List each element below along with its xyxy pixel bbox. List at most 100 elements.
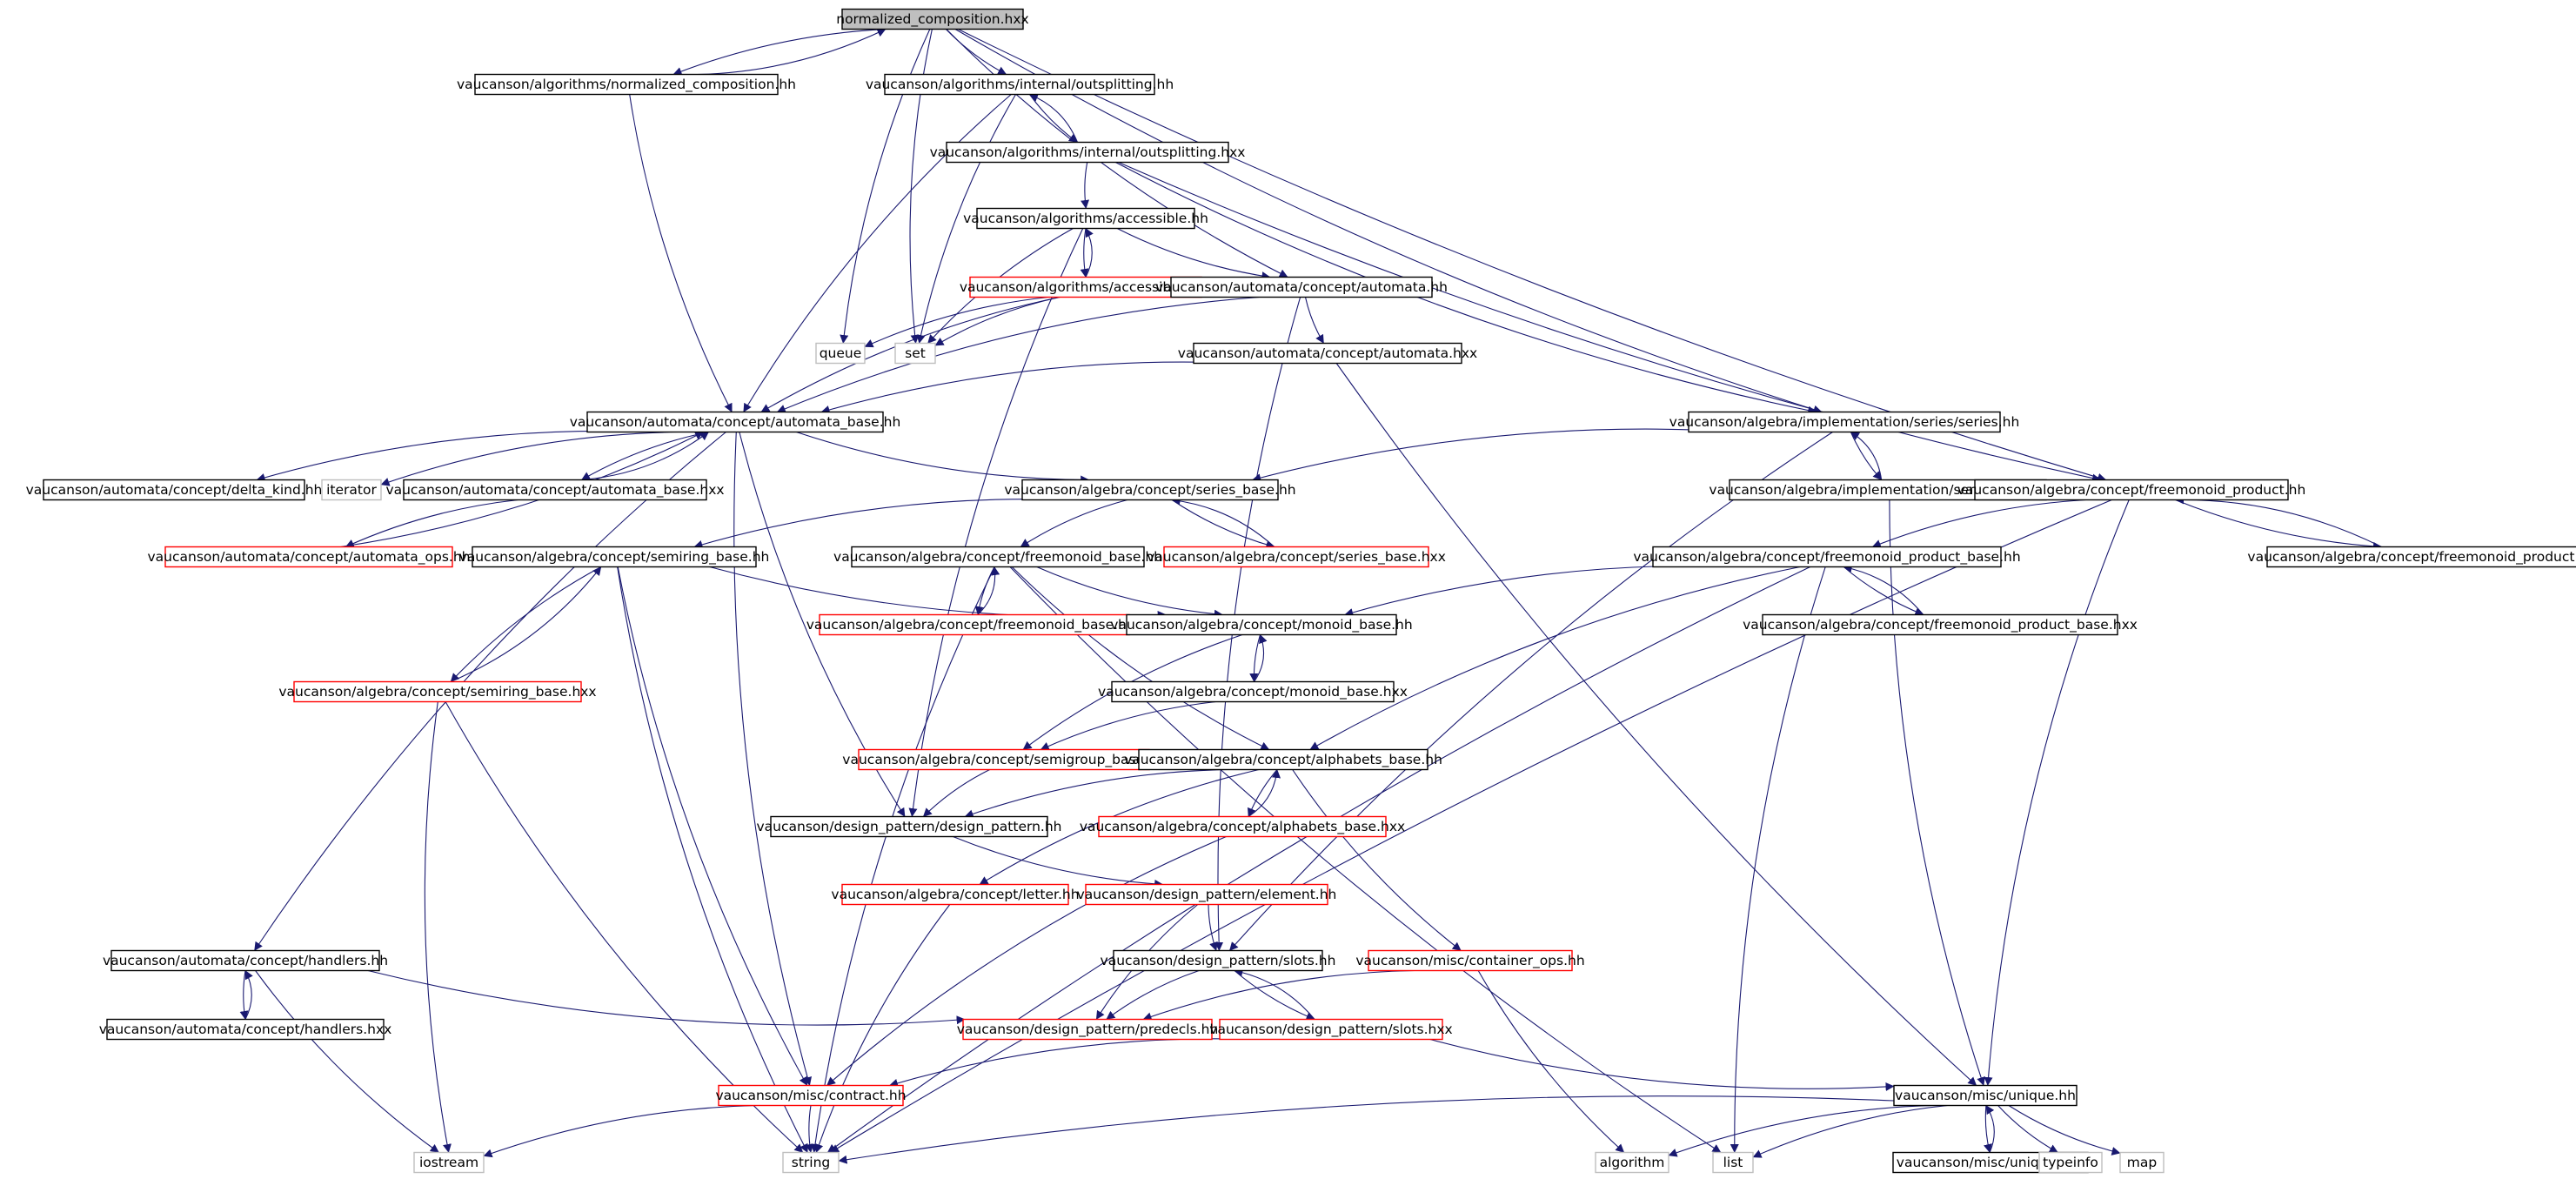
node-acc_hh[interactable]: vaucanson/algorithms/accessible.hh (963, 207, 1208, 230)
edge-unique_hh-to-typeinfo (1997, 1105, 2058, 1153)
edge-acc_hxx-to-queue (864, 296, 1049, 348)
edge-series_hxx-to-unique_hh (1889, 499, 1985, 1086)
node-slots_hh[interactable]: vaucanson/design_pattern/slots.hh (1101, 949, 1336, 972)
node-box (782, 1151, 840, 1174)
node-box (293, 680, 582, 703)
node-box (884, 73, 1155, 96)
node-fpb_hxx[interactable]: vaucanson/algebra/concept/freemonoid_pro… (1743, 613, 2138, 636)
node-label: vaucanson/misc/unique.hh (1895, 1088, 2076, 1103)
node-box (413, 1151, 485, 1174)
node-box (851, 546, 1145, 568)
edge-nc_hh-to-root (672, 29, 887, 76)
node-box (962, 1018, 1213, 1041)
edge-fb_hh-to-alb_hh (1011, 566, 1270, 750)
node-box (946, 141, 1229, 164)
node-label: vaucanson/algebra/concept/alphabets_base… (1124, 752, 1442, 768)
node-hnd_hxx[interactable]: vaucanson/automata/concept/handlers.hxx (99, 1018, 392, 1041)
node-fp_hh[interactable]: vaucanson/algebra/concept/freemonoid_pro… (1957, 479, 2306, 501)
node-nc_hh[interactable]: vaucanson/algorithms/normalized_composit… (457, 73, 796, 96)
node-box (718, 1084, 904, 1107)
node-aops[interactable]: vaucanson/automata/concept/automata_ops.… (147, 546, 471, 568)
edge-series_hh-to-sb_hh (1252, 428, 1743, 482)
node-box (2038, 1151, 2103, 1174)
node-slots_hxx[interactable]: vaucanson/design_pattern/slots.hxx (1209, 1018, 1453, 1041)
node-box (164, 546, 453, 568)
node-box (1712, 1151, 1754, 1174)
node-out_hh[interactable]: vaucanson/algorithms/internal/outsplitti… (866, 73, 1174, 96)
edge-srb_hxx-to-iostream (424, 701, 452, 1153)
node-box (1021, 479, 1279, 501)
node-aut_hxx[interactable]: vaucanson/automata/concept/automata.hxx (1178, 342, 1477, 365)
edge-alb_hxx-to-contract (826, 835, 1227, 1086)
edge-fb_hh-to-string (810, 566, 995, 1153)
node-box (106, 1018, 385, 1041)
node-out_hxx[interactable]: vaucanson/algorithms/internal/outsplitti… (930, 141, 1246, 164)
node-delta[interactable]: vaucanson/automata/concept/delta_kind.hh (26, 479, 323, 501)
edge-srb_hh-to-string (617, 566, 808, 1153)
edge-mb_hxx-to-sgb_hh (1040, 700, 1216, 751)
node-unique_hh[interactable]: vaucanson/misc/unique.hh (1893, 1084, 2078, 1107)
node-alb_hh[interactable]: vaucanson/algebra/concept/alphabets_base… (1124, 748, 1442, 771)
node-mb_hxx[interactable]: vaucanson/algebra/concept/monoid_base.hx… (1098, 680, 1408, 703)
node-ab_hxx[interactable]: vaucanson/automata/concept/automata_base… (385, 479, 725, 501)
edge-fp_hh-to-fp_hxx (2175, 499, 2382, 551)
node-sb_hxx[interactable]: vaucanson/algebra/concept/series_base.hx… (1147, 546, 1446, 568)
node-srb_hh[interactable]: vaucanson/algebra/concept/semiring_base.… (459, 546, 770, 568)
node-box (1138, 748, 1429, 771)
node-series_hh[interactable]: vaucanson/algebra/implementation/series/… (1669, 411, 2020, 433)
node-root[interactable]: normalized_composition.hxx (836, 8, 1029, 30)
node-label: set (905, 345, 926, 361)
node-acc_hxx[interactable]: vaucanson/algorithms/accessible.hxx (960, 276, 1212, 298)
node-label: vaucanson/algorithms/internal/outsplitti… (930, 144, 1246, 160)
edge-ab_hxx-to-aops (345, 499, 519, 548)
node-fp_hxx[interactable]: vaucanson/algebra/concept/freemonoid_pro… (2247, 546, 2576, 568)
node-ab_hh[interactable]: vaucanson/automata/concept/automata_base… (570, 411, 901, 433)
edge-ab_hh-to-delta (256, 430, 652, 482)
node-mb_hh[interactable]: vaucanson/algebra/concept/monoid_base.hh (1110, 613, 1413, 636)
node-alb_hxx[interactable]: vaucanson/algebra/concept/alphabets_base… (1080, 815, 1405, 838)
edge-alb_hh-to-dp_hh (964, 768, 1228, 819)
node-label: vaucanson/algebra/concept/semiring_base.… (278, 684, 596, 700)
node-box (1368, 949, 1573, 972)
node-box (403, 479, 707, 501)
node-srb_hxx[interactable]: vaucanson/algebra/concept/semiring_base.… (278, 680, 597, 703)
node-label: list (1723, 1155, 1743, 1170)
node-queue: queue (815, 342, 866, 365)
node-letter[interactable]: vaucanson/algebra/concept/letter.hh (831, 883, 1080, 906)
node-fpb_hh[interactable]: vaucanson/algebra/concept/freemonoid_pro… (1633, 546, 2021, 568)
node-hnd_hh[interactable]: vaucanson/automata/concept/handlers.hh (103, 949, 388, 972)
node-fb_hh[interactable]: vaucanson/algebra/concept/freemonoid_bas… (833, 546, 1162, 568)
edge-unique_hh-to-algorithm (1668, 1104, 1933, 1157)
edge-acc_hh-to-aut_hh (1116, 228, 1271, 281)
node-predecls[interactable]: vaucanson/design_pattern/predecls.hh (957, 1018, 1219, 1041)
node-box (1652, 546, 2002, 568)
node-label: vaucanson/algebra/concept/freemonoid_pro… (1633, 549, 2020, 566)
edge-root-to-out_hh (945, 29, 1007, 75)
node-box (1098, 815, 1387, 838)
edge-unique_hh-to-unique_hxx (1984, 1105, 1992, 1153)
node-aut_hh[interactable]: vaucanson/automata/concept/automata.hh (1155, 276, 1448, 298)
edge-fpb_hh-to-fpb_hxx (1843, 566, 1924, 616)
edge-out_hh-to-ab_hh (743, 94, 1012, 412)
node-element[interactable]: vaucanson/design_pattern/element.hh (1077, 883, 1337, 906)
edge-root-to-set (909, 29, 933, 344)
edge-aut_hh-to-ab_hh (776, 296, 1260, 413)
node-label: vaucanson/algorithms/normalized_composit… (457, 77, 796, 93)
edge-hnd_hxx-to-hnd_hh (244, 970, 253, 1020)
edge-aut_hxx-to-unique_hh (1335, 363, 1977, 1086)
edge-unique_hxx-to-unique_hh (1985, 1105, 1995, 1153)
edge-mb_hh-to-mb_hxx (1249, 634, 1261, 682)
node-sb_hh[interactable]: vaucanson/algebra/concept/series_base.hh (1004, 479, 1296, 501)
node-box (1111, 680, 1395, 703)
node-label: vaucanson/algebra/concept/monoid_base.hx… (1098, 684, 1408, 700)
node-dp_hh[interactable]: vaucanson/design_pattern/design_pattern.… (757, 815, 1062, 838)
node-sgb_hh[interactable]: vaucanson/algebra/concept/semigroup_base… (842, 748, 1166, 771)
edge-ab_hh-to-ab_hxx (581, 431, 709, 480)
edge-root-to-nc_hh (672, 28, 887, 76)
node-fb_hxx[interactable]: vaucanson/algebra/concept/freemonoid_bas… (806, 613, 1142, 636)
node-cops[interactable]: vaucanson/misc/container_ops.hh (1355, 949, 1585, 972)
node-contract[interactable]: vaucanson/misc/contract.hh (715, 1084, 907, 1107)
node-box (1126, 613, 1397, 636)
edge-unique_hh-to-map (2008, 1105, 2121, 1156)
edge-fp_hh-to-fpb_hh (1871, 499, 2086, 548)
